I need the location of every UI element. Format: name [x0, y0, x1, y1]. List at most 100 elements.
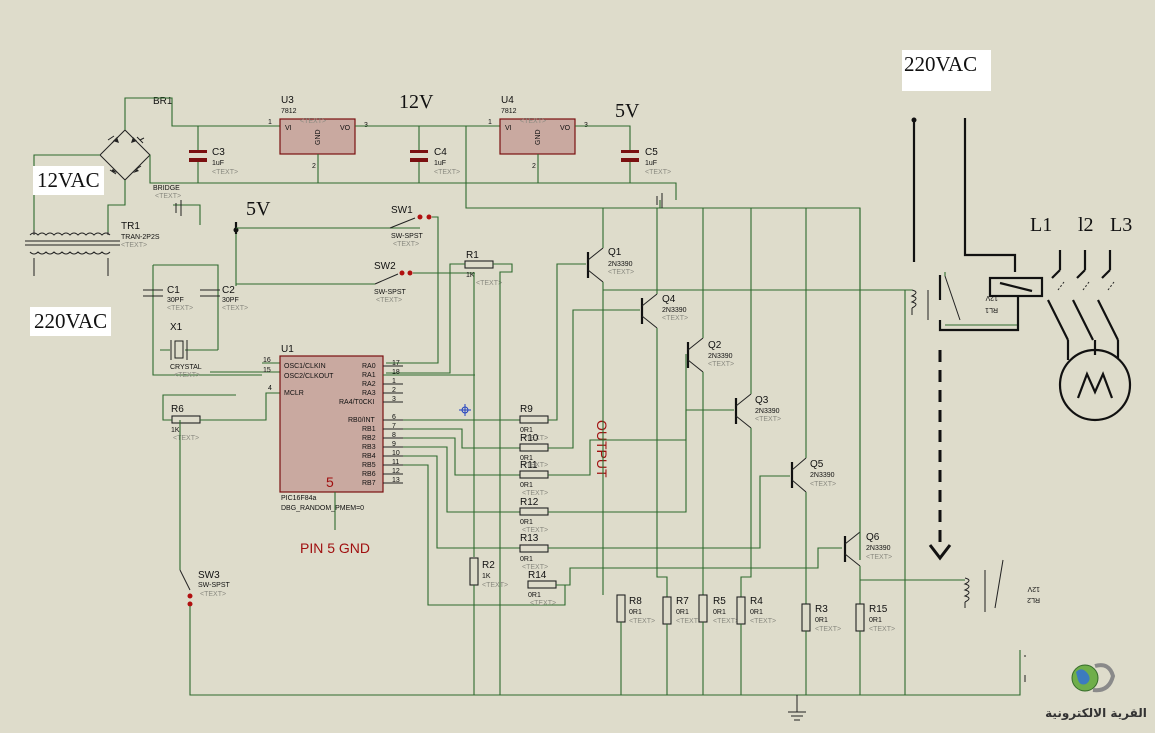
svg-text:0R1: 0R1 — [520, 427, 533, 434]
svg-text:0R1: 0R1 — [676, 609, 689, 616]
svg-text:C3: C3 — [212, 147, 225, 158]
emitter-resistors: R8 0R1 <TEXT> R7 0R1 <TEXT> R5 0R1 <TEXT… — [616, 594, 895, 633]
label-220vac-input: 220VAC — [30, 307, 112, 336]
svg-text:0R1: 0R1 — [520, 482, 533, 489]
svg-text:17: 17 — [392, 360, 400, 367]
svg-text:Q1: Q1 — [608, 247, 622, 258]
svg-text:R5: R5 — [713, 596, 726, 607]
pic-pin-labels: OSC1/CLKIN OSC2/CLKOUT MCLR RA0 RA1 RA2 … — [263, 357, 400, 487]
svg-text:1: 1 — [392, 378, 396, 385]
r1-resistor — [464, 260, 494, 269]
svg-text:1: 1 — [268, 119, 272, 126]
svg-text:Q2: Q2 — [708, 340, 722, 351]
svg-text:R4: R4 — [750, 596, 763, 607]
relay-rl2 — [963, 559, 1004, 612]
svg-text:C4: C4 — [434, 147, 447, 158]
svg-text:R10: R10 — [520, 433, 539, 444]
svg-text:SW3: SW3 — [198, 570, 220, 581]
r11-resistor — [519, 470, 549, 479]
svg-text:12V: 12V — [985, 294, 998, 301]
ground-symbol — [788, 695, 806, 721]
svg-text:0R1: 0R1 — [815, 617, 828, 624]
u4-text: <TEXT> — [520, 118, 546, 125]
c2-capacitor — [200, 289, 220, 297]
svg-text:GND: GND — [315, 129, 322, 145]
svg-text:RA4/T0CKI: RA4/T0CKI — [339, 399, 374, 406]
svg-text:8: 8 — [392, 432, 396, 439]
svg-text:12V: 12V — [1027, 585, 1040, 592]
bridge-label: BRIDGE — [153, 185, 180, 192]
three-phase-contacts — [1047, 250, 1120, 360]
label-5v-top: 5V — [615, 100, 640, 122]
label-l3: L3 — [1110, 214, 1132, 236]
svg-text:C5: C5 — [645, 147, 658, 158]
svg-text:<TEXT>: <TEXT> — [200, 591, 226, 598]
svg-text:30PF: 30PF — [222, 297, 239, 304]
svg-text:SW-SPST: SW-SPST — [391, 233, 423, 240]
svg-text:R13: R13 — [520, 533, 539, 544]
c4-capacitor — [410, 126, 428, 183]
r2-resistor — [469, 557, 479, 586]
svg-text:C1: C1 — [167, 285, 180, 296]
svg-text:<TEXT>: <TEXT> — [522, 564, 548, 571]
svg-text:<TEXT>: <TEXT> — [173, 435, 199, 442]
u3-label: U3 — [281, 95, 294, 106]
pic16f84a-mcu — [279, 355, 384, 493]
svg-text:1uF: 1uF — [645, 160, 657, 167]
svg-text:RB6: RB6 — [362, 471, 376, 478]
svg-text:18: 18 — [392, 369, 400, 376]
svg-text:2N3390: 2N3390 — [755, 408, 780, 415]
svg-text:<TEXT>: <TEXT> — [708, 361, 734, 368]
tr1-label: TR1 — [121, 221, 140, 232]
tr1-text: <TEXT> — [121, 242, 147, 249]
svg-text:R7: R7 — [676, 596, 689, 607]
svg-text:<TEXT>: <TEXT> — [815, 626, 841, 633]
c5-capacitor — [621, 150, 639, 183]
label-220vac-mains: 220VAC — [902, 50, 992, 91]
svg-text:SW1: SW1 — [391, 205, 413, 216]
r9-resistor — [519, 415, 549, 424]
svg-text:OSC1/CLKIN: OSC1/CLKIN — [284, 363, 326, 370]
x1-crystal — [170, 340, 188, 360]
svg-text:<TEXT>: <TEXT> — [522, 462, 548, 469]
u3-value: 7812 — [281, 108, 297, 115]
u4-regulator — [499, 118, 576, 155]
svg-text:RB7: RB7 — [362, 480, 376, 487]
sw3-switch — [179, 569, 193, 607]
pin5-number: 5 — [326, 474, 334, 490]
svg-text:<TEXT>: <TEXT> — [174, 372, 200, 379]
svg-text:<TEXT>: <TEXT> — [434, 169, 460, 176]
u3-regulator — [279, 118, 356, 155]
br1-label: BR1 — [153, 96, 173, 107]
svg-text:R15: R15 — [869, 604, 888, 615]
label-l1: L1 — [1030, 214, 1052, 236]
svg-text:0R1: 0R1 — [750, 609, 763, 616]
svg-text:R8: R8 — [629, 596, 642, 607]
svg-text:12: 12 — [392, 468, 400, 475]
svg-text:2: 2 — [532, 163, 536, 170]
svg-text:0R1: 0R1 — [629, 609, 642, 616]
svg-text:13: 13 — [392, 477, 400, 484]
svg-text:7: 7 — [392, 423, 396, 430]
svg-text:<TEXT>: <TEXT> — [608, 269, 634, 276]
svg-text:SW-SPST: SW-SPST — [374, 289, 406, 296]
svg-text:<TEXT>: <TEXT> — [750, 618, 776, 625]
svg-text:16: 16 — [263, 357, 271, 364]
svg-text:<TEXT>: <TEXT> — [522, 435, 548, 442]
label-12v: 12V — [399, 91, 434, 113]
svg-text:0R1: 0R1 — [869, 617, 882, 624]
svg-text:10: 10 — [392, 450, 400, 457]
svg-text:RL1: RL1 — [985, 306, 998, 313]
village-logo: القرية الالكترونية — [1040, 660, 1152, 720]
svg-text:VO: VO — [340, 125, 351, 132]
svg-text:0R1: 0R1 — [520, 519, 533, 526]
svg-text:30PF: 30PF — [167, 297, 184, 304]
svg-text:2: 2 — [312, 163, 316, 170]
svg-text:RB3: RB3 — [362, 444, 376, 451]
svg-text:R14: R14 — [528, 570, 547, 581]
transformer-tr1 — [25, 230, 120, 276]
svg-text:X1: X1 — [170, 322, 183, 333]
u4-value: 7812 — [501, 108, 517, 115]
svg-text:<TEXT>: <TEXT> — [755, 416, 781, 423]
svg-text:R9: R9 — [520, 404, 533, 415]
